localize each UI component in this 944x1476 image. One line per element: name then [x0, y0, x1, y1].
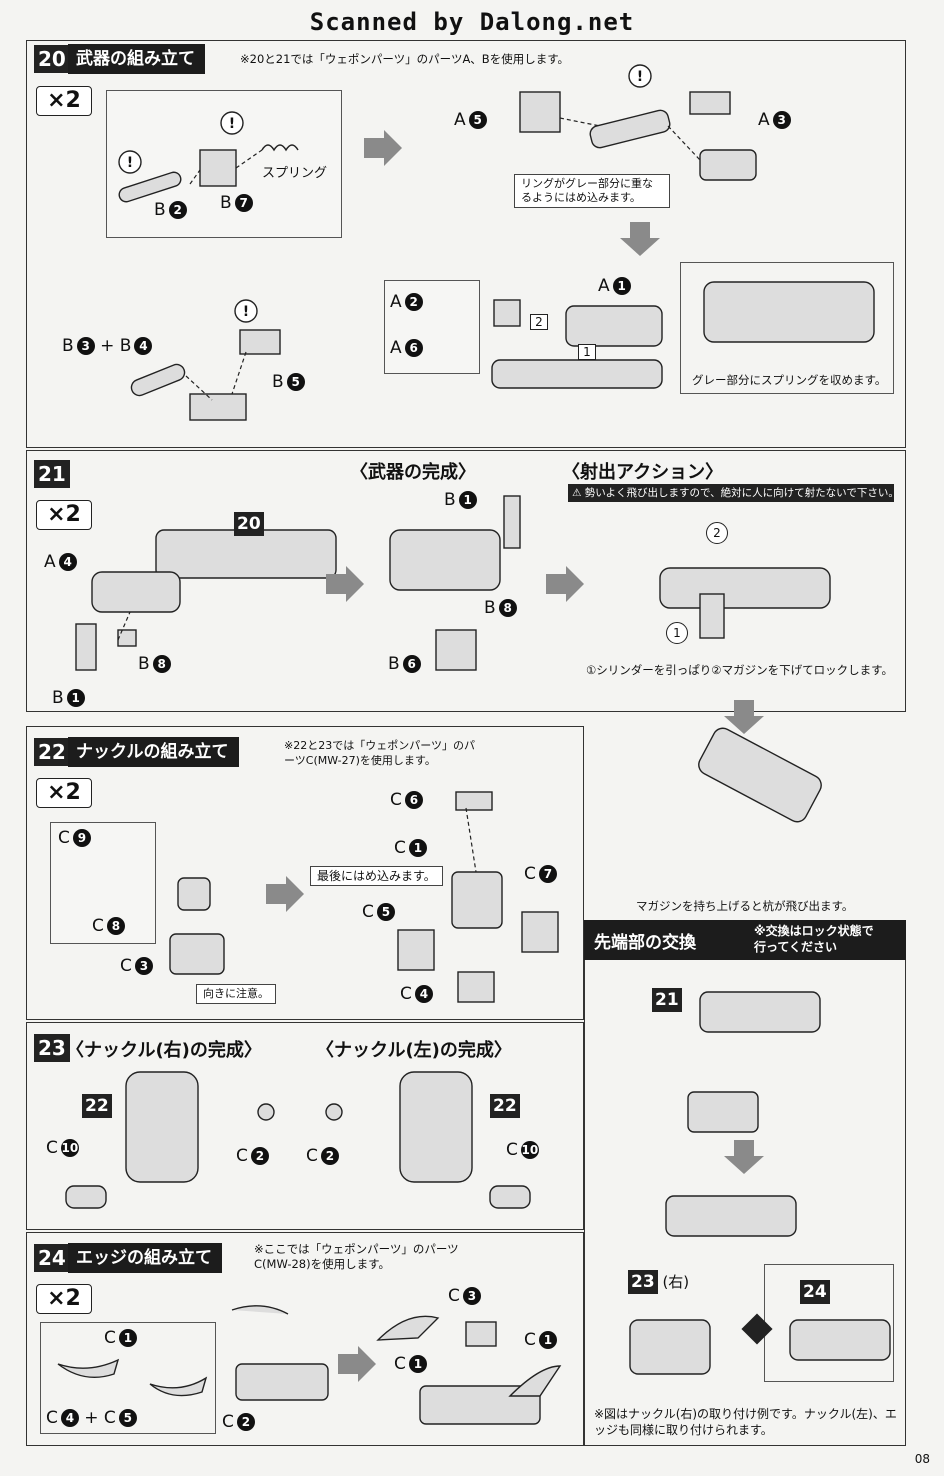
step-22-number: 22 — [34, 738, 70, 766]
shoot-caption-2: マガジンを持ち上げると杭が飛び出ます。 — [636, 899, 854, 913]
step-20-panel — [26, 40, 906, 448]
step-22-quantity: ×2 — [36, 778, 92, 808]
tip-exchange-ref-23: 23 — [628, 1270, 658, 1294]
shoot-warning-bar: ⚠ 勢いよく飛び出しますので、絶対に人に向けて射たないで下さい。 — [568, 484, 894, 502]
direction-callout: 向きに注意。 — [196, 984, 276, 1004]
tip-exchange-ref-21: 21 — [652, 988, 682, 1012]
tip-exchange-ref-23-side: (右) — [662, 1273, 690, 1291]
step-20-note: ※20と21では「ウェポンパーツ」のパーツA、Bを使用します。 — [240, 52, 570, 66]
tip-exchange-ref-24: 24 — [800, 1280, 830, 1304]
step-24-note: ※ここでは「ウェポンパーツ」のパーツC(MW-28)を使用します。 — [254, 1242, 459, 1271]
step-22-note: ※22と23では「ウェポンパーツ」のパーツC(MW-27)を使用します。 — [284, 739, 475, 767]
shoot-step-2-marker: 2 — [706, 522, 728, 544]
shoot-action-heading: 〈射出アクション〉 — [562, 462, 724, 483]
shoot-caption-1: ①シリンダーを引っぱり②マガジンを下げてロックします。 — [586, 663, 893, 677]
shoot-step-1-marker: 1 — [666, 622, 688, 644]
step-22-title: ナックルの組み立て — [68, 737, 239, 767]
step-21-ref-20: 20 — [234, 512, 264, 536]
knuckle-left-ref-22: 22 — [490, 1094, 520, 1118]
spring-callout: グレー部分にスプリングを収めます。 — [692, 373, 887, 387]
step-24-title: エッジの組み立て — [68, 1243, 222, 1273]
knuckle-right-ref-22: 22 — [82, 1094, 112, 1118]
spring-label: スプリング — [262, 166, 328, 181]
step-21-quantity: ×2 — [36, 500, 92, 530]
step-20-title: 武器の組み立て — [68, 44, 205, 74]
step-21-panel — [26, 450, 906, 712]
tip-exchange-note: ※交換はロック状態で行ってください — [754, 924, 874, 954]
step-22-panel — [26, 726, 584, 1020]
warning-triangle-icon: ⚠ — [572, 487, 585, 499]
spring-detail-box — [680, 262, 894, 394]
order-box-1: 1 — [578, 344, 596, 360]
step-24-panel — [26, 1232, 584, 1446]
scan-watermark: Scanned by Dalong.net — [309, 8, 635, 36]
step-24-number: 24 — [34, 1244, 70, 1272]
step-24-subassembly-box — [40, 1322, 216, 1434]
tip-exchange-title: 先端部の交換 — [594, 933, 696, 953]
knuckle-right-heading: 〈ナックル(右)の完成〉 — [66, 1040, 262, 1061]
ring-callout: リングがグレー部分に重なるようにはめ込みます。 — [514, 174, 670, 208]
weapon-complete-heading: 〈武器の完成〉 — [350, 462, 476, 483]
step-20-quantity: ×2 — [36, 86, 92, 116]
tip-exchange-caption: ※図はナックル(右)の取り付け例です。ナックル(左)、エッジも同様に取り付けられ… — [594, 1407, 897, 1437]
step-23-number: 23 — [34, 1034, 70, 1062]
knuckle-left-heading: 〈ナックル(左)の完成〉 — [316, 1040, 512, 1061]
last-insert-callout: 最後にはめ込みます。 — [310, 866, 443, 886]
tip-exchange-ref-23-group: 23 (右) — [628, 1270, 689, 1294]
step-22-subassembly-box — [50, 822, 156, 944]
page-number: 08 — [914, 1452, 930, 1466]
step-20-number: 20 — [34, 45, 70, 73]
step-21-number: 21 — [34, 460, 70, 488]
step-24-quantity: ×2 — [36, 1284, 92, 1314]
step-23-panel — [26, 1022, 584, 1230]
order-box-2: 2 — [530, 314, 548, 330]
tip-exchange-header: 先端部の交換 ※交換はロック状態で行ってください — [584, 920, 906, 960]
step-20-small-parts-box — [384, 280, 480, 374]
